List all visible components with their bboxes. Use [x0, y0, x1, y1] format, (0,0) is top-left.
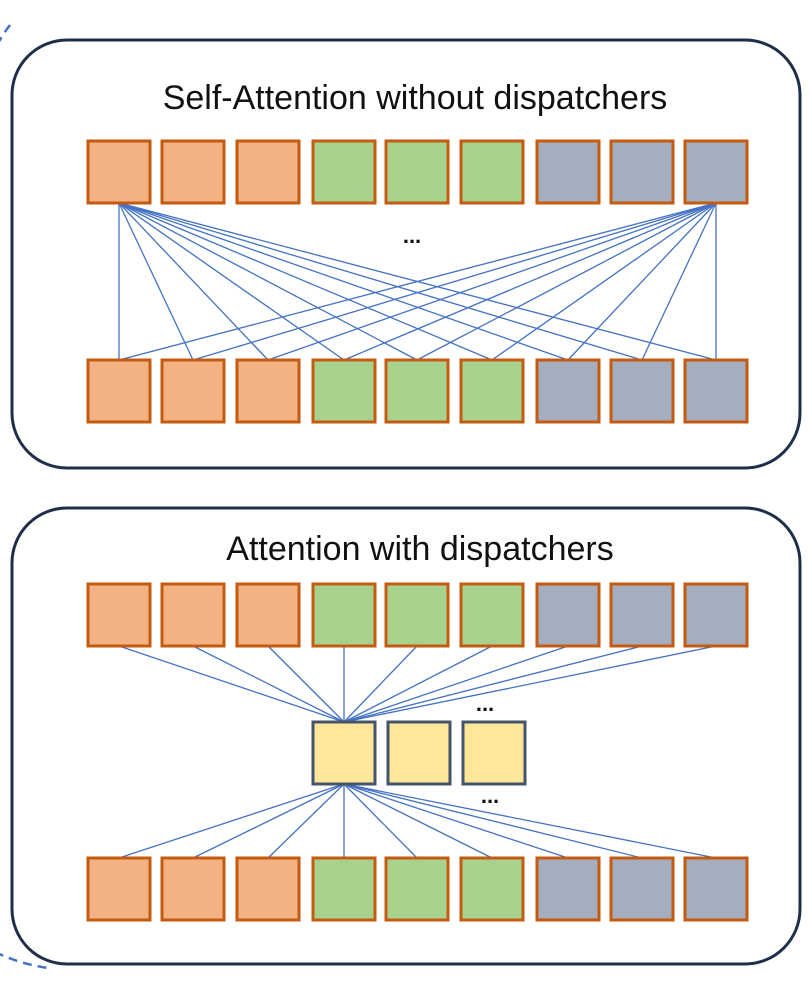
output-token-row: [86, 358, 749, 424]
token-gray-7: [535, 856, 601, 922]
attention-line: [343, 783, 493, 859]
attention-line: [118, 202, 345, 361]
attention-line: [343, 645, 643, 723]
token-orange-3: [235, 856, 301, 922]
attention-line: [118, 202, 569, 361]
token-green-6: [459, 358, 525, 424]
token-gray-9: [683, 358, 749, 424]
token-green-5: [384, 358, 450, 424]
token-orange-3: [235, 582, 301, 648]
token-orange-1: [86, 358, 152, 424]
attention-line: [118, 202, 418, 361]
dispatcher-row: [311, 720, 527, 786]
attention-lines: [118, 202, 717, 361]
dispatcher-lines: [118, 645, 717, 859]
token-gray-7: [535, 582, 601, 648]
token-green-5: [384, 856, 450, 922]
attention-line: [343, 645, 569, 723]
token-gray-9: [683, 139, 749, 205]
dispatcher-token-2: [386, 720, 452, 786]
attention-line: [641, 202, 717, 361]
token-green-4: [311, 582, 377, 648]
panel-with-dispatchers: Attention with dispatchers ... ...: [10, 506, 802, 966]
token-green-6: [459, 582, 525, 648]
input-token-row: [86, 582, 749, 648]
attention-line: [118, 202, 493, 361]
attention-line: [118, 202, 717, 361]
token-orange-2: [160, 582, 226, 648]
attention-line: [567, 202, 717, 361]
attention-line: [343, 645, 717, 723]
ellipsis-top: ...: [476, 691, 494, 716]
token-gray-7: [535, 139, 601, 205]
token-green-6: [459, 139, 525, 205]
token-gray-8: [609, 856, 675, 922]
dispatcher-token-1: [311, 720, 377, 786]
token-orange-1: [86, 582, 152, 648]
token-green-4: [311, 139, 377, 205]
dashed-arc-bottom: [0, 952, 49, 970]
attention-line: [118, 202, 269, 361]
panel-title: Attention with dispatchers: [226, 530, 613, 568]
attention-line: [343, 645, 493, 723]
attention-line: [416, 202, 717, 361]
attention-line: [343, 783, 643, 859]
panel-title: Self-Attention without dispatchers: [163, 79, 668, 117]
input-token-row: [86, 139, 749, 205]
token-orange-2: [160, 139, 226, 205]
token-orange-3: [235, 139, 301, 205]
token-orange-2: [160, 856, 226, 922]
token-gray-8: [609, 582, 675, 648]
attention-line: [267, 783, 345, 859]
ellipsis: ...: [403, 223, 421, 248]
attention-line: [118, 202, 643, 361]
token-gray-8: [609, 358, 675, 424]
attention-line: [118, 202, 194, 361]
attention-line: [192, 783, 345, 859]
attention-line: [118, 783, 345, 859]
attention-line: [267, 202, 717, 361]
token-gray-9: [683, 856, 749, 922]
token-gray-8: [609, 139, 675, 205]
attention-line: [343, 783, 418, 859]
token-orange-1: [86, 856, 152, 922]
dispatcher-token-3: [461, 720, 527, 786]
token-orange-1: [86, 139, 152, 205]
panel-without-dispatchers: Self-Attention without dispatchers ...: [10, 38, 802, 470]
token-green-5: [384, 582, 450, 648]
attention-line: [343, 783, 569, 859]
ellipsis-bottom: ...: [481, 783, 499, 808]
attention-line: [192, 645, 345, 723]
attention-line: [192, 202, 717, 361]
token-gray-9: [683, 582, 749, 648]
token-green-4: [311, 358, 377, 424]
output-token-row: [86, 856, 749, 922]
attention-line: [343, 783, 717, 859]
token-orange-2: [160, 358, 226, 424]
attention-line: [491, 202, 717, 361]
attention-line: [267, 645, 345, 723]
token-green-6: [459, 856, 525, 922]
token-orange-3: [235, 358, 301, 424]
token-green-5: [384, 139, 450, 205]
token-gray-7: [535, 358, 601, 424]
token-green-4: [311, 856, 377, 922]
attention-line: [343, 645, 418, 723]
attention-line: [118, 645, 345, 723]
dashed-arc-top: [0, 24, 11, 43]
attention-line: [343, 202, 717, 361]
